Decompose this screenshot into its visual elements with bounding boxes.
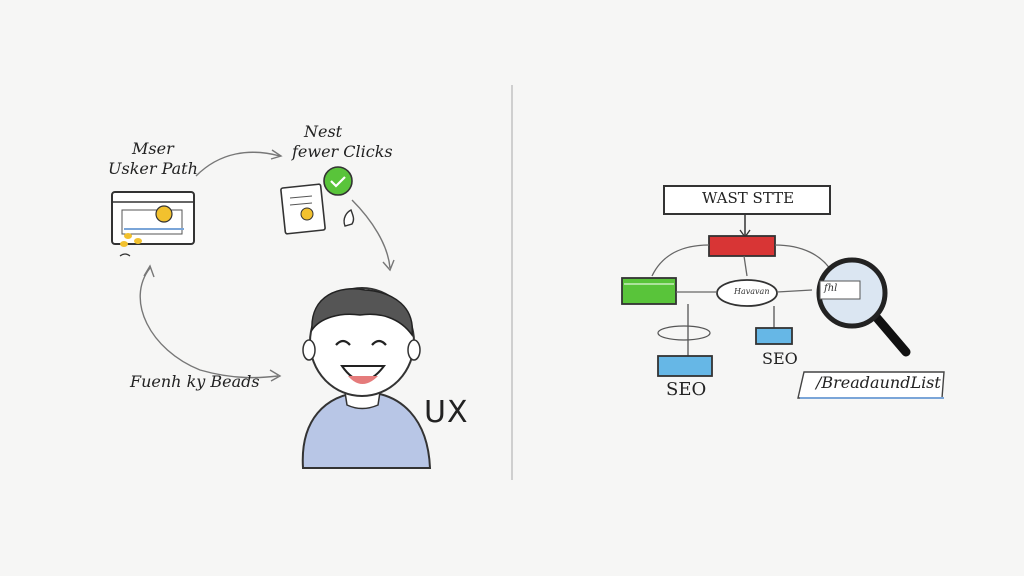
site-box — [663, 185, 831, 215]
center-node — [716, 279, 778, 307]
magnifier-label: fhl — [824, 283, 838, 294]
smiling-person-icon — [301, 287, 432, 469]
arrow-red-to-magnifier — [774, 244, 833, 273]
friendly-label: Fuenh ky Beads — [130, 372, 260, 391]
center-node-label: Havavan — [734, 287, 770, 296]
seo-sketch-drawing — [621, 185, 945, 399]
magnifying-glass-icon — [816, 257, 911, 357]
top-node-red — [708, 235, 776, 257]
ux-label: UX — [424, 395, 469, 430]
user-path-label-line2: Usker Path — [108, 159, 198, 178]
seo-label-right: SEO — [762, 349, 798, 368]
coins-icon — [119, 233, 142, 257]
pointer-hand-icon — [343, 209, 355, 227]
panel-divider — [511, 85, 513, 480]
flow-arrow-loop — [139, 267, 279, 379]
ux-sketch-drawing — [111, 149, 432, 469]
seo-node-right — [755, 327, 793, 345]
arrow-red-to-green — [651, 244, 710, 277]
site-box-label: WAST STTE — [702, 189, 795, 207]
seo-node-left — [657, 355, 713, 377]
fewer-clicks-label-line2: fewer Clicks — [292, 142, 393, 161]
seo-sketch-panel: WAST STTE Havavan fhl SEO SEO /Breadaund… — [512, 0, 1024, 576]
breadcrumb-label: /BreadaundList — [816, 373, 941, 392]
ux-sketch-panel: Mser Usker Path Nest fewer Clicks Fuenh … — [108, 122, 469, 469]
browser-window-icon — [111, 191, 195, 245]
left-node-green — [621, 277, 677, 305]
flow-arrow-top — [195, 151, 281, 177]
fewer-clicks-label-line1: Nest — [304, 122, 343, 141]
flow-arrow-right — [351, 199, 391, 269]
arrow-red-to-center — [743, 255, 748, 277]
document-icon — [280, 183, 326, 235]
seo-label-left: SEO — [666, 379, 707, 400]
user-path-label-line1: Mser — [132, 139, 174, 158]
check-badge-icon — [323, 166, 353, 196]
